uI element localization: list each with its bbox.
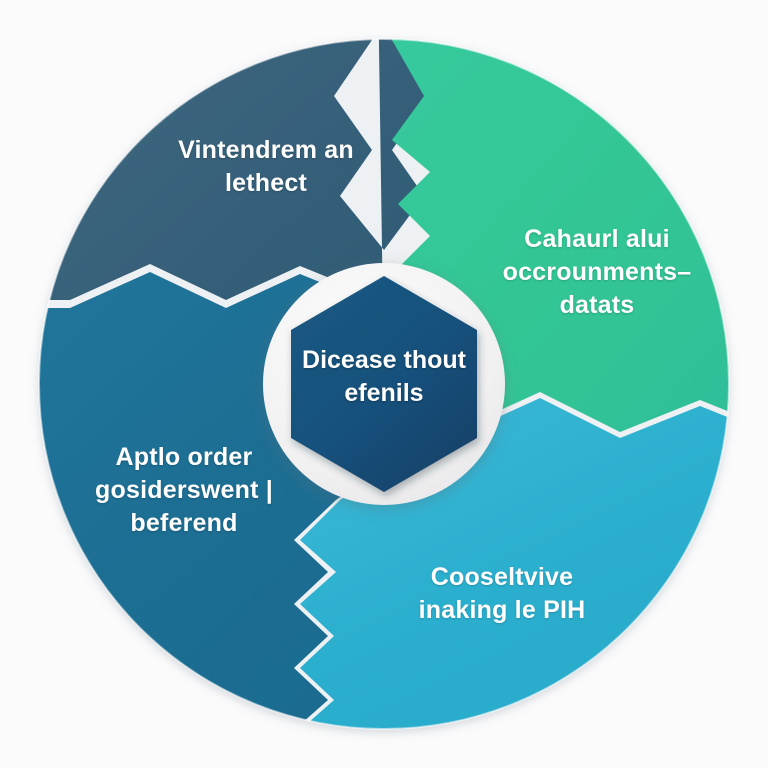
hub-hexagon[interactable] <box>291 276 477 492</box>
wheel-outline <box>38 38 730 730</box>
